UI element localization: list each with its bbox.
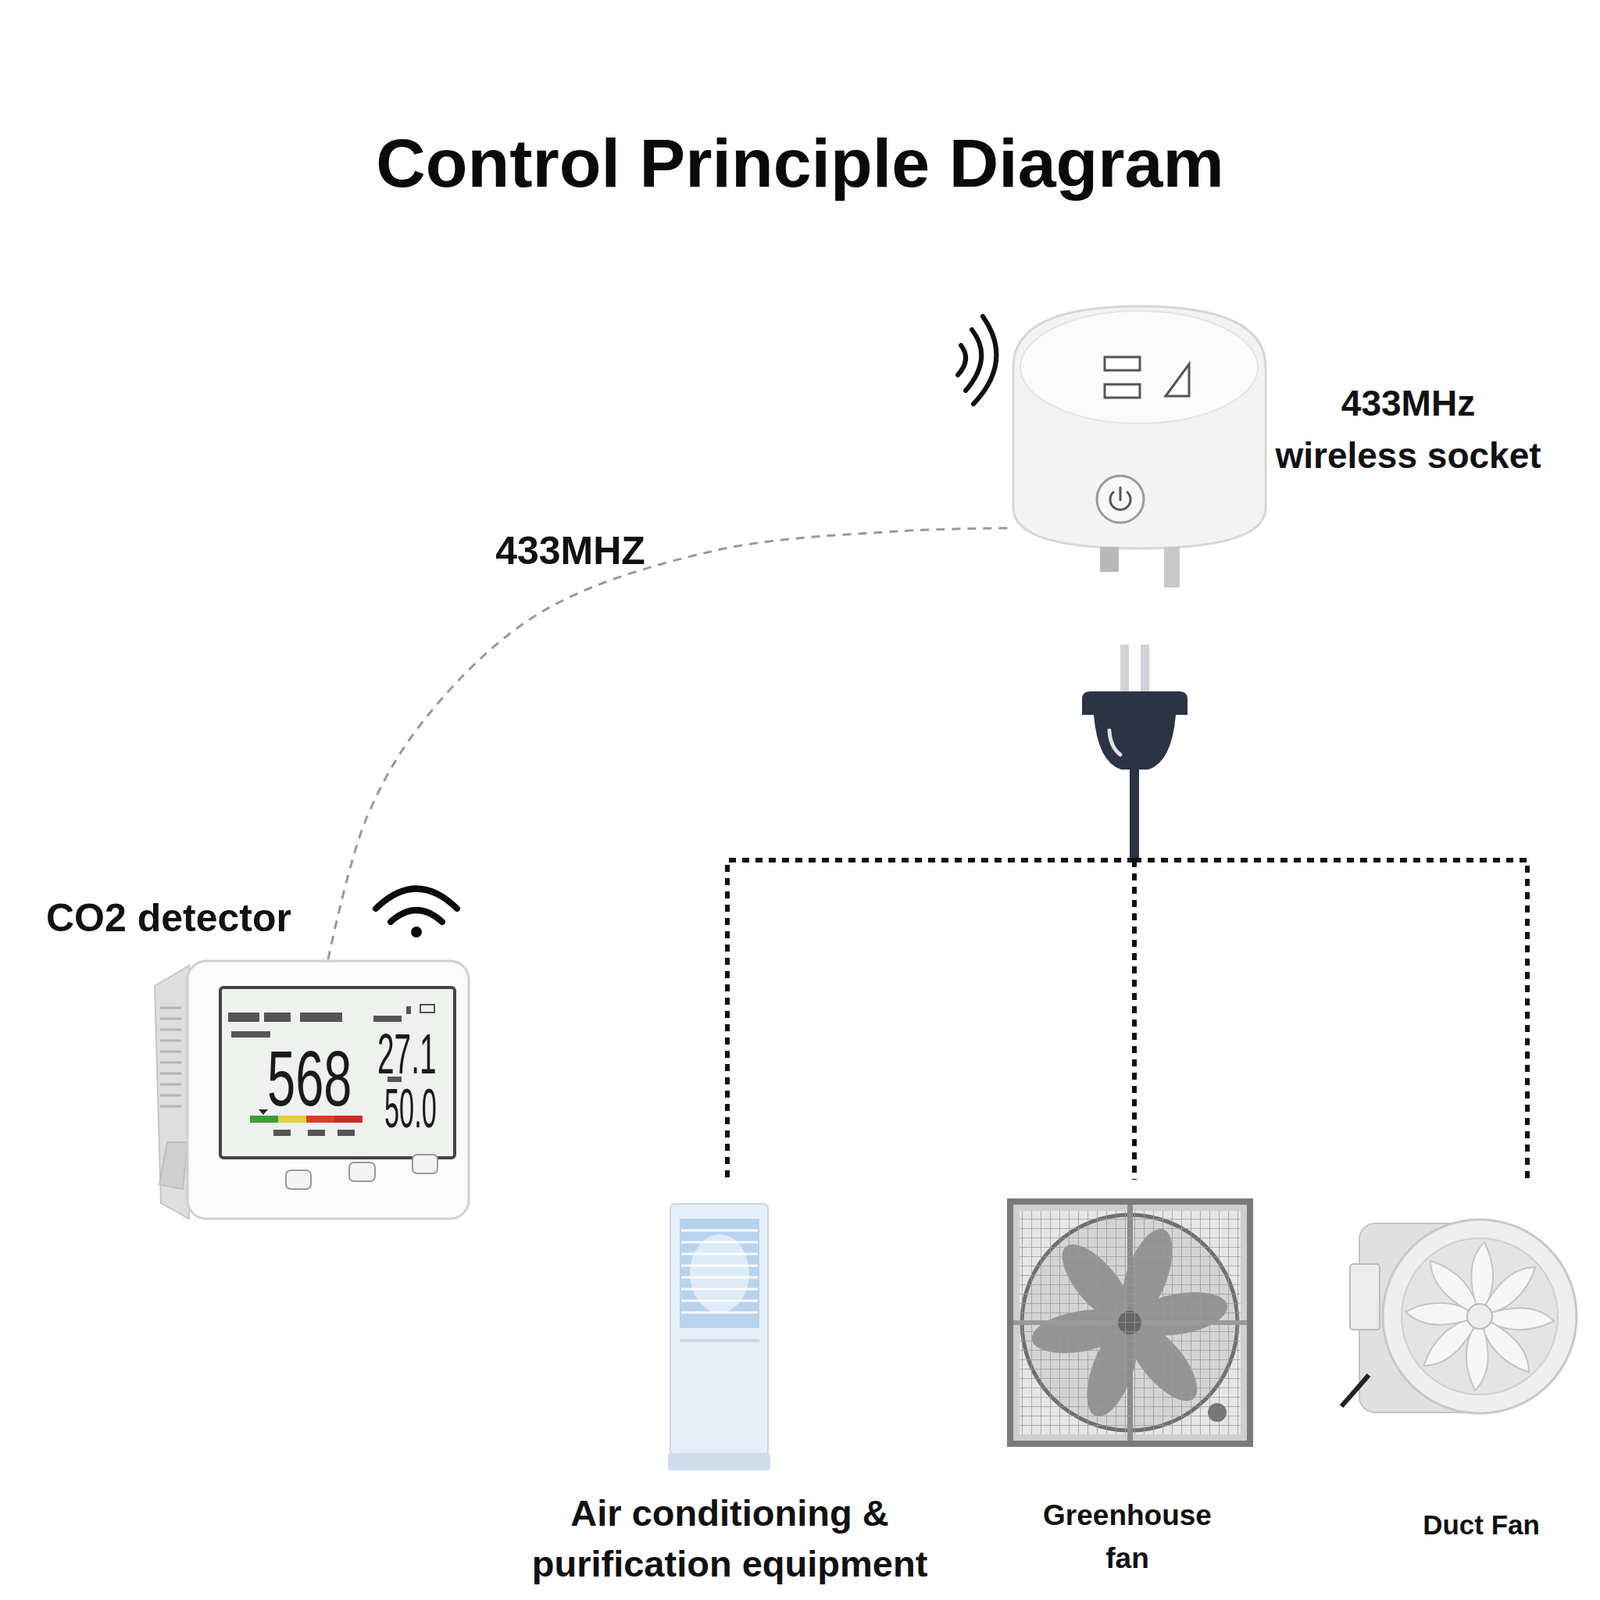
device-node: 433MHz wireless socket [1007, 300, 1555, 861]
duct-fan-illustration [1341, 1219, 1577, 1414]
greenhouse-fan-illustration [1010, 1201, 1250, 1444]
display-reading: 27.1 [377, 1025, 437, 1083]
display-reading: 568 [267, 1039, 352, 1118]
connector [727, 860, 1135, 1180]
connector [328, 528, 1008, 960]
device-node: Greenhouse fan [1009, 1179, 1260, 1586]
device-node: Air conditioning & purification equipmen… [530, 1179, 929, 1594]
node-label: Air conditioning & purification equipmen… [518, 1487, 941, 1590]
connector [1132, 860, 1137, 1180]
device-node: Duct Fan [1341, 1179, 1576, 1555]
edge-label: 433MHZ [495, 528, 646, 574]
connector [1134, 860, 1528, 1180]
node-label: Duct Fan [1364, 1505, 1599, 1545]
diagram-title: Control Principle Diagram [0, 121, 1600, 205]
node-label: CO2 detector [46, 894, 312, 942]
node-label: 433MHz wireless socket [1270, 377, 1547, 483]
display-reading: 50.0 [384, 1081, 437, 1136]
wireless-socket-illustration [957, 306, 1266, 588]
node-label: Greenhouse fan [1033, 1493, 1222, 1580]
plug-icon [1082, 644, 1188, 862]
air-conditioner-illustration [667, 1203, 771, 1471]
